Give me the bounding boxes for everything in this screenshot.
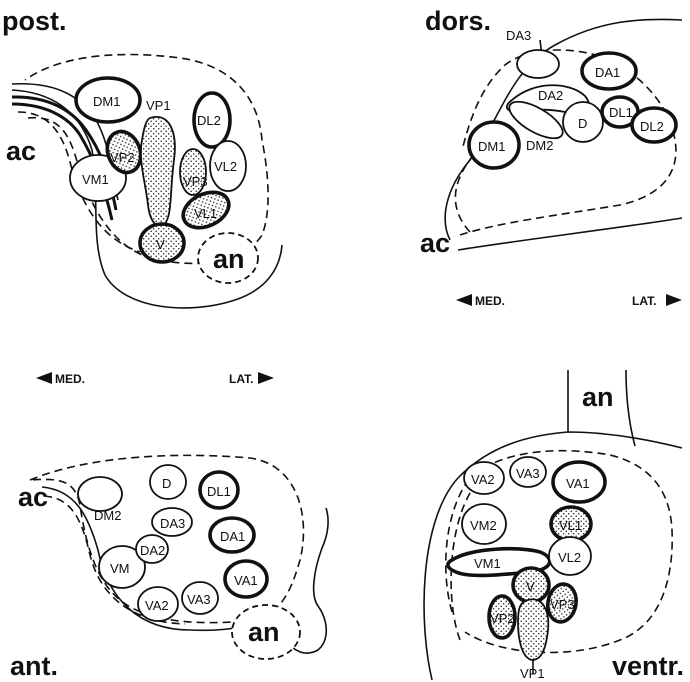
ventral-name-VA2: VA2 [471,472,495,487]
anterior-name-DM2: DM2 [94,508,121,523]
dorsal-label-ac: ac [420,228,450,258]
anterior-name-VA1: VA1 [234,573,258,588]
dorsal-arrow-right-icon [666,294,682,306]
anterior-name-DA3: DA3 [160,516,185,531]
anterior-name-VA2: VA2 [145,598,169,613]
posterior-name-VP1: VP1 [146,98,171,113]
posterior-label-ac: ac [6,136,36,166]
anterior-name-DA2: DA2 [140,543,165,558]
posterior-name-DM1: DM1 [93,94,120,109]
dorsal-medial-label: MED. [475,294,505,308]
dorsal-name-DA3: DA3 [506,28,531,43]
posterior-gl-VP1 [141,117,175,226]
ventral-name-VL1: VL1 [559,518,582,533]
dorsal-inner-boundary [455,150,478,232]
panel-title-posterior: post. [2,6,67,36]
posterior-name-DL2: DL2 [197,113,221,128]
ventral-name-VA1: VA1 [566,476,590,491]
posterior-name-VM1: VM1 [82,172,109,187]
anterior-lateral-label: LAT. [229,372,253,386]
posterior-name-VP2: VP2 [110,150,135,165]
anterior-arrow-right-icon [258,372,274,384]
anterior-medial-label: MED. [55,372,85,386]
ventral-label-an: an [582,382,614,412]
ventral-name-VL2: VL2 [558,550,581,565]
panel-posterior: post. ac an DM1 VP1 DL2 VP2 VL2 VM1 VP3 … [2,6,282,308]
panel-ventral: an ventr. VA2 VA3 VA1 VM2 VL1 VM1 VL2 V … [424,370,684,681]
panel-title-ventral: ventr. [612,651,684,681]
anterior-name-VA3: VA3 [187,592,211,607]
dorsal-name-DA1: DA1 [595,65,620,80]
anterior-label-an: an [248,617,280,647]
panel-anterior: MED. LAT. ac an ant. D DL1 DM2 DA3 DA1 V… [10,372,328,681]
dorsal-gl-DA3 [517,50,559,78]
dorsal-name-DA2: DA2 [538,88,563,103]
anterior-gl-DM2-blob [78,477,122,511]
anterior-label-ac: ac [18,482,48,512]
panel-dorsal: dors. DA3 DA1 DA2 D DL1 DL2 DM1 DM2 ac M… [420,6,682,308]
ventral-name-VA3: VA3 [516,466,540,481]
posterior-name-VL1: VL1 [194,206,217,221]
anterior-name-VM: VM [110,561,130,576]
anterior-name-DA1: DA1 [220,529,245,544]
ventral-nerve-right [626,370,635,446]
ventral-name-VP2: VP2 [490,611,515,626]
panel-title-dorsal: dors. [425,6,491,36]
anterior-arrow-left-icon [36,372,52,384]
dorsal-name-DM2: DM2 [526,138,553,153]
posterior-label-an: an [213,244,245,274]
dorsal-bottom-outline [458,218,682,250]
dorsal-arrow-left-icon [456,294,472,306]
ventral-name-VM2: VM2 [470,518,497,533]
anterior-name-DL1: DL1 [207,484,231,499]
posterior-name-VL2: VL2 [214,159,237,174]
ventral-name-V: V [526,579,535,594]
anterior-name-D: D [162,476,171,491]
dorsal-name-DL1: DL1 [609,105,633,120]
ventral-name-VM1: VM1 [474,556,501,571]
dorsal-name-DL2: DL2 [640,119,664,134]
ventral-name-VP1: VP1 [520,666,545,681]
ventral-name-VP3: VP3 [550,597,575,612]
posterior-name-VP3: VP3 [183,174,208,189]
dorsal-name-DM1: DM1 [478,139,505,154]
panel-title-anterior: ant. [10,651,58,681]
ventral-gl-VP1 [518,599,548,660]
posterior-name-V: V [156,237,165,252]
dorsal-lateral-label: LAT. [632,294,656,308]
dorsal-name-D: D [578,116,587,131]
